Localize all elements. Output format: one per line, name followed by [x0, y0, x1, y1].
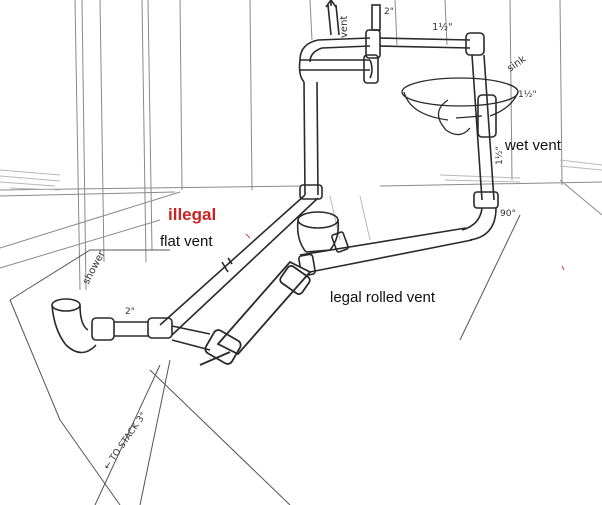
- main-drain: [199, 260, 312, 366]
- shower-trap: [51, 298, 211, 354]
- illegal-flat-vent: [147, 194, 319, 339]
- size-90-note: 90°: [500, 209, 516, 219]
- to-stack-note: ← TO STACK 3": [102, 411, 149, 472]
- sink: [401, 77, 519, 136]
- wet-vent-pipe: [461, 54, 499, 241]
- size-1-5-sink-note: 1½": [518, 90, 537, 100]
- shower-outline: [9, 214, 521, 505]
- pencil-marks: [245, 233, 565, 271]
- shower-note: shower: [81, 249, 108, 287]
- size-2in-shower-note: 2": [125, 307, 135, 317]
- flat-vent-label: flat vent: [160, 233, 213, 250]
- wall-background: [0, 0, 602, 291]
- sink-note: sink: [505, 54, 528, 75]
- illegal-label: illegal: [168, 205, 216, 224]
- vent-note: vent: [339, 16, 350, 38]
- legal-rolled-vent: [298, 227, 473, 277]
- vent-riser: [299, 81, 323, 200]
- wye-fitting: [296, 211, 349, 253]
- legal-rolled-vent-label: legal rolled vent: [330, 289, 436, 306]
- size-2in-top-note: 2": [384, 7, 394, 17]
- size-1-5-drop-note: 1½": [495, 146, 505, 165]
- wet-vent-label: wet vent: [504, 137, 562, 154]
- size-1-5-top-note: 1½": [432, 21, 453, 33]
- vent-pipe-top: [298, 0, 485, 84]
